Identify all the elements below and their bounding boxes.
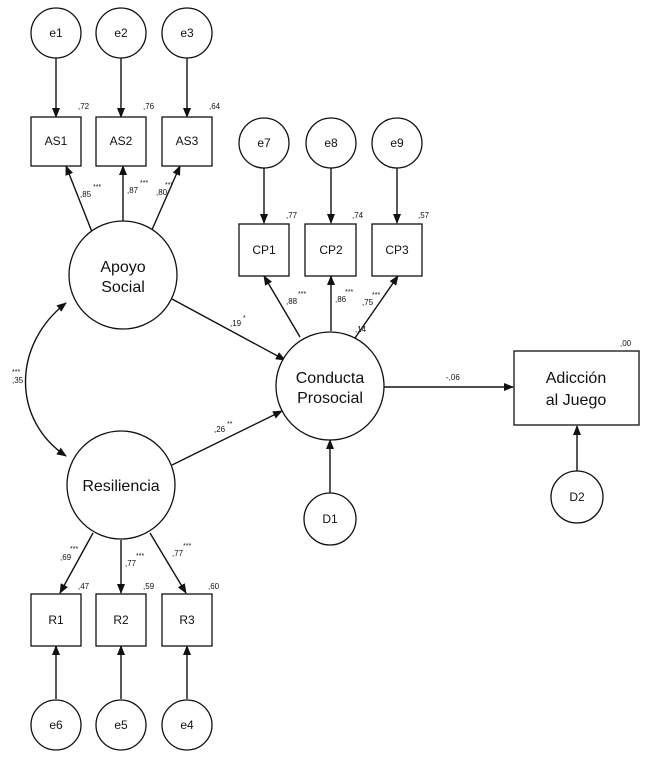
path-sig-apoyo-conducta: * [243, 315, 246, 322]
path-value-extra: ,14 [355, 325, 367, 334]
path-sig-resiliencia-conducta: ** [227, 421, 233, 428]
loading-as1: ,85 [80, 190, 92, 199]
error-node-e8: e8 [305, 117, 357, 169]
error-node-e5: e5 [95, 699, 147, 751]
path-value-conducta-adiccion: -,06 [446, 373, 460, 382]
indicator-cp1: CP1 [238, 223, 290, 277]
error-node-e1: e1 [30, 7, 82, 59]
r2-as2: ,76 [143, 102, 155, 111]
edge-apoyo-as3 [150, 165, 181, 233]
covariance-value: ,35 [12, 376, 24, 385]
disturbance-label-d2: D2 [569, 490, 585, 504]
loading-cp3: ,75 [362, 298, 374, 307]
sig-cp1: *** [298, 291, 306, 298]
indicator-label-cp2: CP2 [319, 243, 343, 257]
observed-label-adiccion-line2: al Juego [546, 392, 607, 409]
r2-r2: ,59 [143, 582, 155, 591]
edge-apoyo-as1 [65, 165, 93, 233]
loading-r3: ,77 [172, 549, 184, 558]
error-node-e7: e7 [238, 117, 290, 169]
error-label-e7: e7 [257, 136, 271, 150]
r2-as1: ,72 [78, 102, 90, 111]
disturbance-d2: D2 [550, 470, 604, 524]
indicator-label-as2: AS2 [110, 134, 133, 148]
indicator-label-r3: R3 [179, 613, 195, 627]
loading-as3: ,80 [156, 188, 168, 197]
sig-cp2: *** [345, 289, 353, 296]
latent-label-resiliencia: Resiliencia [82, 478, 159, 495]
r2-cp3: ,57 [418, 211, 430, 220]
edge-conducta-cp3 [354, 275, 399, 339]
indicator-r2: R2 [95, 593, 147, 647]
indicator-label-r1: R1 [48, 613, 64, 627]
indicator-label-r2: R2 [113, 613, 129, 627]
disturbance-label-d1: D1 [322, 512, 338, 526]
r2-adiccion: ,00 [620, 339, 632, 348]
latent-label-conducta-line1: Conducta [296, 370, 365, 387]
error-label-e3: e3 [180, 26, 194, 40]
indicator-label-cp3: CP3 [385, 243, 409, 257]
indicator-cp3: CP3 [371, 223, 423, 277]
error-label-e2: e2 [114, 26, 128, 40]
r2-cp2: ,74 [352, 211, 364, 220]
r2-r1: ,47 [78, 582, 90, 591]
indicator-as3: AS3 [161, 116, 213, 167]
r2-as3: ,64 [209, 102, 221, 111]
sig-cp3: *** [372, 292, 380, 299]
error-label-e6: e6 [49, 718, 63, 732]
indicator-label-as1: AS1 [45, 134, 68, 148]
error-label-e4: e4 [180, 718, 194, 732]
indicator-as2: AS2 [95, 116, 147, 167]
latent-label-conducta-line2: Prosocial [297, 390, 363, 407]
indicator-label-cp1: CP1 [252, 243, 276, 257]
r2-cp1: ,77 [286, 211, 298, 220]
error-label-e5: e5 [114, 718, 128, 732]
edge-covariance-apoyo-resiliencia [24, 302, 67, 457]
sig-as2: *** [140, 180, 148, 187]
sig-r2: *** [136, 553, 144, 560]
latent-label-apoyo-line1: Apoyo [100, 259, 145, 276]
path-value-apoyo-conducta: ,19 [230, 319, 242, 328]
sig-as3: *** [165, 182, 173, 189]
loading-r2: ,77 [125, 559, 137, 568]
sig-as1: *** [93, 184, 101, 191]
r2-r3: ,60 [208, 582, 220, 591]
loading-r1: ,69 [60, 553, 72, 562]
latent-resiliencia: Resiliencia [66, 430, 176, 540]
error-label-e9: e9 [390, 136, 404, 150]
edge-apoyo-conducta [171, 298, 286, 361]
edge-resiliencia-conducta [171, 410, 283, 466]
indicator-label-as3: AS3 [176, 134, 199, 148]
error-node-e3: e3 [161, 7, 213, 59]
disturbance-d1: D1 [303, 492, 357, 546]
observed-adiccion-al-juego: Adicción al Juego [513, 350, 640, 426]
loading-as2: ,87 [127, 186, 139, 195]
edge-conducta-cp1 [263, 275, 301, 338]
latent-label-apoyo-line2: Social [101, 279, 145, 296]
indicator-cp2: CP2 [304, 223, 357, 277]
loading-cp1: ,88 [286, 297, 298, 306]
error-label-e1: e1 [49, 26, 63, 40]
error-node-e6: e6 [30, 699, 82, 751]
sig-r3: *** [183, 543, 191, 550]
error-node-e4: e4 [161, 699, 213, 751]
path-value-resiliencia-conducta: ,26 [214, 425, 226, 434]
latent-apoyo-social: Apoyo Social [68, 220, 178, 330]
observed-label-adiccion-line1: Adicción [546, 370, 606, 387]
indicator-r3: R3 [161, 593, 213, 647]
latent-conducta-prosocial: Conducta Prosocial [275, 331, 385, 441]
loading-cp2: ,86 [335, 295, 347, 304]
indicator-as1: AS1 [30, 116, 82, 167]
edge-resiliencia-r1 [59, 532, 94, 594]
edge-resiliencia-r3 [149, 532, 187, 594]
error-node-e9: e9 [371, 117, 423, 169]
covariance-sig: *** [12, 369, 20, 376]
error-label-e8: e8 [324, 136, 338, 150]
indicator-r1: R1 [30, 593, 82, 647]
sig-r1: *** [70, 546, 78, 553]
error-node-e2: e2 [95, 7, 147, 59]
